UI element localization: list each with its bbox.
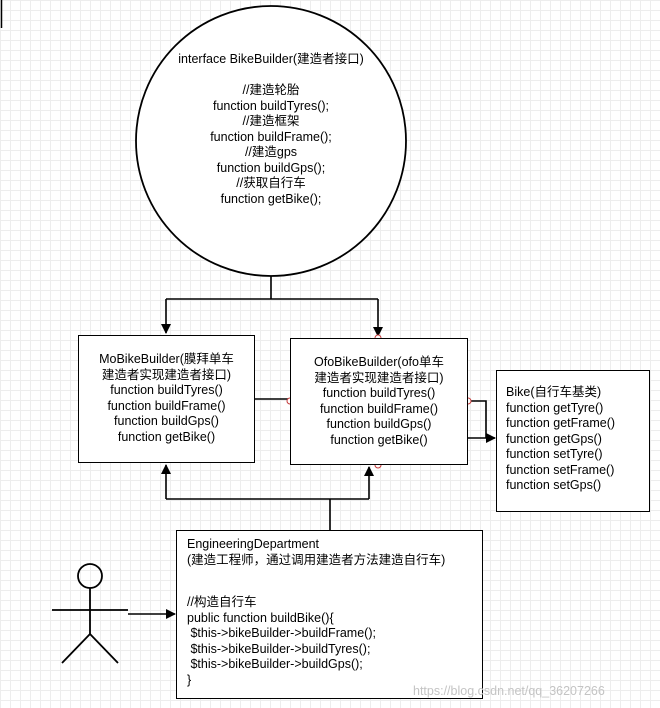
interface-line <box>160 68 382 84</box>
mobike-line: MoBikeBuilder(膜拜单车 <box>99 352 234 366</box>
ofobike-line: function buildGps() <box>326 417 432 431</box>
ofobike-builder-box: OfoBikeBuilder(ofo单车建造者实现建造者接口)function … <box>290 338 468 465</box>
department-title: EngineeringDepartment <box>187 537 320 551</box>
mobike-line: 建造者实现建造者接口) <box>101 367 232 382</box>
department-code-line: //构造自行车 <box>187 595 257 609</box>
mobike-line: function buildFrame() <box>107 398 226 413</box>
interface-line: function buildFrame(); <box>210 129 332 144</box>
watermark: https://blog.csdn.net/qq_36207266 <box>413 684 605 698</box>
actor-figure <box>52 563 128 664</box>
interface-line: function buildGps(); <box>216 160 326 175</box>
department-subtitle: (建造工程师，通过调用建造者方法建造自行车) <box>187 552 446 567</box>
mobike-line: function getBike() <box>117 429 216 444</box>
interface-line: //建造框架 <box>242 114 300 128</box>
mobike-builder-box: MoBikeBuilder(膜拜单车建造者实现建造者接口)function bu… <box>78 335 255 463</box>
department-code-line: $this->bikeBuilder->buildGps(); <box>187 657 363 671</box>
bike-line: Bike(自行车基类) <box>506 385 602 399</box>
ofobike-line: 建造者实现建造者接口) <box>314 370 444 385</box>
department-spacer <box>187 568 482 595</box>
interface-line: function buildTyres(); <box>212 98 330 113</box>
ofobike-line: function buildFrame() <box>319 401 439 416</box>
department-code-line: } <box>187 672 192 687</box>
connector-ofobike-to-bike <box>468 400 487 438</box>
mobike-line: function buildGps() <box>114 414 219 428</box>
bike-line: function setTyre() <box>506 447 603 461</box>
interface-line: //获取自行车 <box>236 176 306 190</box>
bike-line: function setFrame() <box>506 462 615 477</box>
department-code-line: $this->bikeBuilder->buildTyres(); <box>187 641 371 656</box>
department-code-line: public function buildBike(){ <box>187 610 334 625</box>
actor-head <box>77 563 103 589</box>
ofobike-line: OfoBikeBuilder(ofo单车 <box>314 355 444 369</box>
bike-base-class-box: Bike(自行车基类)function getTyre()function ge… <box>496 370 650 512</box>
connector-department-to-builders <box>166 498 369 530</box>
engineering-department-box: EngineeringDepartment (建造工程师，通过调用建造者方法建造… <box>176 530 483 699</box>
interface-line: //建造轮胎 <box>242 83 300 97</box>
connector-interface-to-builders <box>166 276 378 300</box>
bike-line: function getGps() <box>506 431 602 446</box>
ofobike-line: function buildTyres() <box>322 386 436 400</box>
ofobike-line: function getBike() <box>330 432 428 447</box>
interface-line: //建造gps <box>244 145 298 159</box>
bike-line: function getTyre() <box>506 400 604 415</box>
bike-line: function setGps() <box>506 478 602 492</box>
interface-line: function getBike(); <box>220 191 322 206</box>
bike-line: function getFrame() <box>506 416 616 430</box>
department-code-line: $this->bikeBuilder->buildFrame(); <box>187 626 376 640</box>
mobike-line: function buildTyres() <box>110 383 223 397</box>
interface-line: interface BikeBuilder(建造者接口) <box>178 52 364 66</box>
